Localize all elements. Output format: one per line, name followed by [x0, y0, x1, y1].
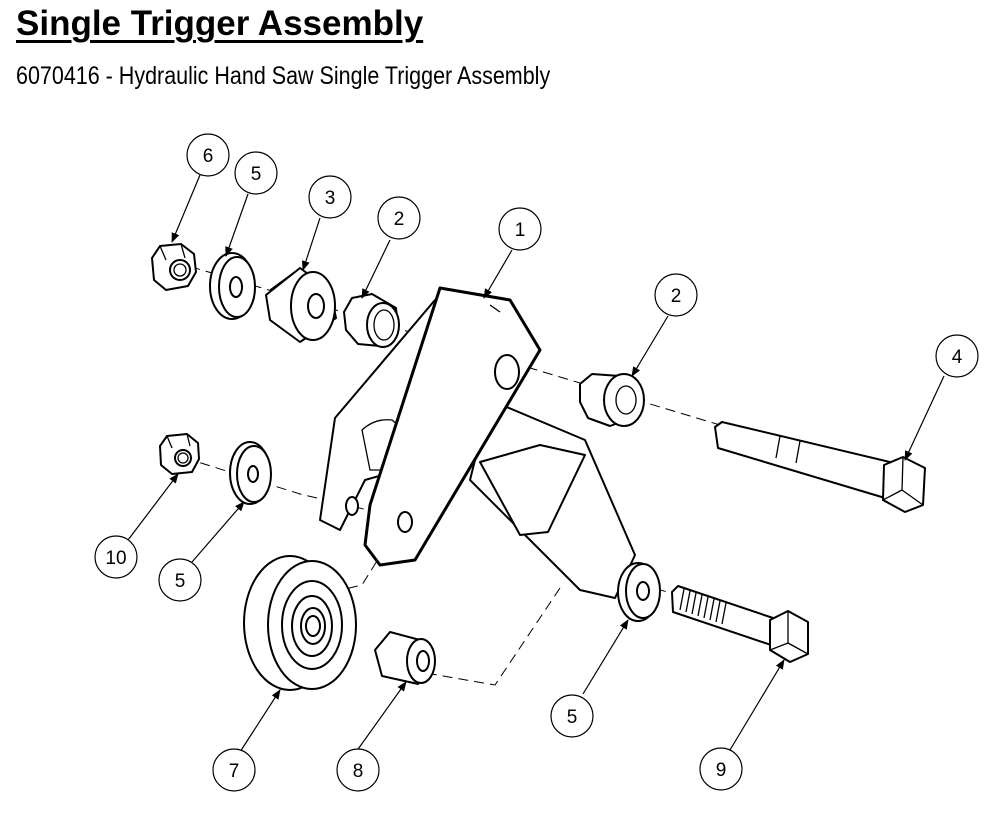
trigger-body [319, 286, 636, 599]
washer-bottom [617, 562, 661, 622]
balloon-6: 6 [186, 133, 230, 177]
balloon-9-label: 9 [716, 760, 727, 781]
balloon-7-label: 7 [229, 761, 240, 782]
balloon-3-label: 3 [325, 188, 336, 209]
balloon-2-top: 2 [377, 196, 421, 240]
short-hex-bolt [671, 585, 809, 663]
balloon-4-label: 4 [952, 347, 963, 368]
balloon-2-right-label: 2 [671, 286, 682, 307]
balloon-8-label: 8 [353, 761, 364, 782]
roller-wheel [243, 555, 357, 691]
washer-middle [229, 441, 272, 505]
balloon-3: 3 [308, 175, 352, 219]
balloon-1-label: 1 [515, 220, 526, 241]
page-title: Single Trigger Assembly [16, 4, 424, 43]
balloon-1: 1 [498, 207, 542, 251]
hex-nut-small [159, 433, 200, 475]
balloon-9: 9 [699, 747, 743, 791]
balloon-4: 4 [935, 334, 979, 378]
balloon-6-label: 6 [203, 146, 214, 167]
leader-lines [127, 174, 945, 753]
balloon-7: 7 [212, 748, 256, 792]
balloon-5-bottom-label: 5 [567, 707, 578, 728]
balloon-5-middle-label: 5 [175, 571, 186, 592]
balloon-5-middle: 5 [158, 558, 202, 602]
balloon-5-top-label: 5 [251, 164, 262, 185]
balloon-8: 8 [336, 748, 380, 792]
sleeve [374, 631, 436, 685]
balloon-5-top: 5 [234, 151, 278, 195]
long-hex-bolt [714, 421, 926, 513]
spacer [265, 267, 337, 343]
balloon-2-right: 2 [654, 273, 698, 317]
hex-nut [151, 243, 197, 291]
balloon-2-top-label: 2 [394, 209, 405, 230]
bushing-top [343, 293, 400, 348]
page-subtitle: 6070416 - Hydraulic Hand Saw Single Trig… [16, 62, 551, 90]
washer-top [209, 252, 256, 320]
balloon-5-bottom: 5 [550, 694, 594, 738]
bushing-right [579, 373, 645, 427]
balloon-10-label: 10 [105, 548, 126, 569]
balloon-10: 10 [94, 535, 138, 579]
